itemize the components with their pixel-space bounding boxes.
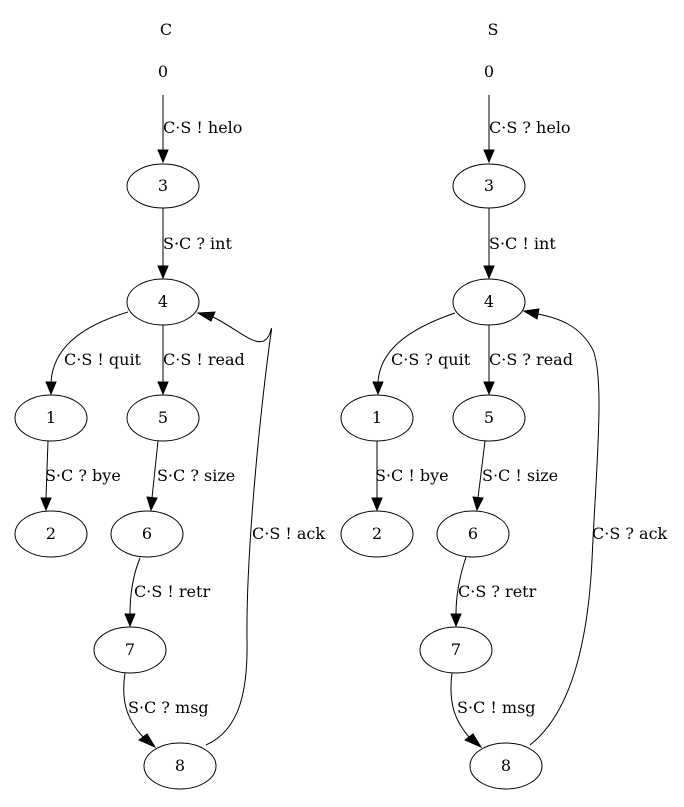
edge-label: S·C ! msg [457, 698, 536, 717]
edge-5-6: S·C ? size [146, 440, 235, 512]
edge-label: S·C ! int [489, 234, 556, 253]
state-label: 3 [158, 176, 168, 195]
edge-4-1: C·S ! quit [45, 311, 142, 396]
state-label: 5 [158, 408, 168, 427]
state-7: 7 [93, 626, 167, 674]
edge-label: C·S ? helo [489, 118, 571, 137]
state-0: 0 [452, 49, 526, 95]
edge-3-4: S·C ! int [483, 208, 556, 280]
edge-label: S·C ? msg [128, 698, 209, 717]
state-label: 8 [175, 756, 185, 775]
state-8: 8 [143, 742, 217, 790]
edge-label: C·S ! read [163, 350, 245, 369]
edge-3-4: S·C ? int [157, 208, 232, 280]
edge-label: S·C ! size [482, 466, 558, 485]
edge-0-3: C·S ! helo [157, 95, 242, 164]
state-8: 8 [469, 742, 543, 790]
state-label: 1 [46, 408, 56, 427]
state-label: 2 [46, 524, 56, 543]
state-1: 1 [340, 394, 414, 442]
edge-label: C·S ? ack [592, 524, 668, 543]
state-label: 8 [501, 756, 511, 775]
edge-6-7: C·S ? retr [450, 556, 537, 628]
machine-s: S C·S ? helo S·C ! int C·S ? quit C·S ? … [340, 20, 668, 790]
state-label: 0 [484, 62, 494, 81]
state-4: 4 [126, 278, 200, 326]
state-3: 3 [452, 163, 526, 209]
edge-label: C·S ? retr [458, 582, 537, 601]
state-7: 7 [419, 626, 493, 674]
state-label: 4 [484, 292, 494, 311]
state-label: 7 [451, 640, 461, 659]
state-label: 3 [484, 176, 494, 195]
state-0: 0 [126, 49, 200, 95]
edge-0-3: C·S ? helo [483, 95, 571, 164]
edge-7-8: S·C ? msg [123, 672, 209, 749]
state-6: 6 [436, 510, 510, 558]
edge-8-4: C·S ? ack [522, 308, 668, 746]
state-3: 3 [126, 163, 200, 209]
edge-label: S·C ! bye [375, 466, 449, 485]
state-label: 6 [468, 524, 478, 543]
edge-label: S·C ? int [163, 234, 232, 253]
edge-label: C·S ? quit [391, 350, 471, 369]
state-5: 5 [452, 394, 526, 442]
state-label: 2 [372, 524, 382, 543]
edge-6-7: C·S ! retr [124, 557, 210, 628]
state-5: 5 [126, 394, 200, 442]
edge-label: C·S ! ack [252, 524, 325, 543]
state-label: 6 [142, 524, 152, 543]
state-label: 4 [158, 292, 168, 311]
machine-title: C [160, 20, 172, 39]
state-label: 1 [372, 408, 382, 427]
machine-c: C C·S ! helo S·C ? int C·S ! quit C·S ! … [14, 20, 325, 790]
edge-1-2: S·C ? bye [40, 440, 121, 512]
edge-label: S·C ? bye [45, 466, 121, 485]
edge-7-8: S·C ! msg [450, 672, 536, 749]
state-label: 5 [484, 408, 494, 427]
edge-label: C·S ! helo [163, 118, 242, 137]
state-2: 2 [14, 510, 88, 558]
edge-4-1: C·S ? quit [372, 312, 471, 396]
edge-label: C·S ! quit [64, 350, 142, 369]
edge-8-4: C·S ! ack [196, 311, 325, 746]
state-2: 2 [340, 510, 414, 558]
edge-4-5: C·S ? read [483, 325, 573, 396]
machine-title: S [488, 20, 499, 39]
state-6: 6 [110, 510, 184, 558]
edge-5-6: S·C ! size [472, 440, 558, 512]
state-label: 7 [125, 640, 135, 659]
state-1: 1 [14, 394, 88, 442]
state-label: 0 [158, 62, 168, 81]
edge-4-5: C·S ! read [157, 325, 245, 396]
edge-label: S·C ? size [157, 466, 235, 485]
edge-label: C·S ! retr [134, 582, 210, 601]
state-4: 4 [452, 278, 526, 326]
edge-1-2: S·C ! bye [371, 441, 449, 512]
edge-label: C·S ? read [489, 350, 573, 369]
